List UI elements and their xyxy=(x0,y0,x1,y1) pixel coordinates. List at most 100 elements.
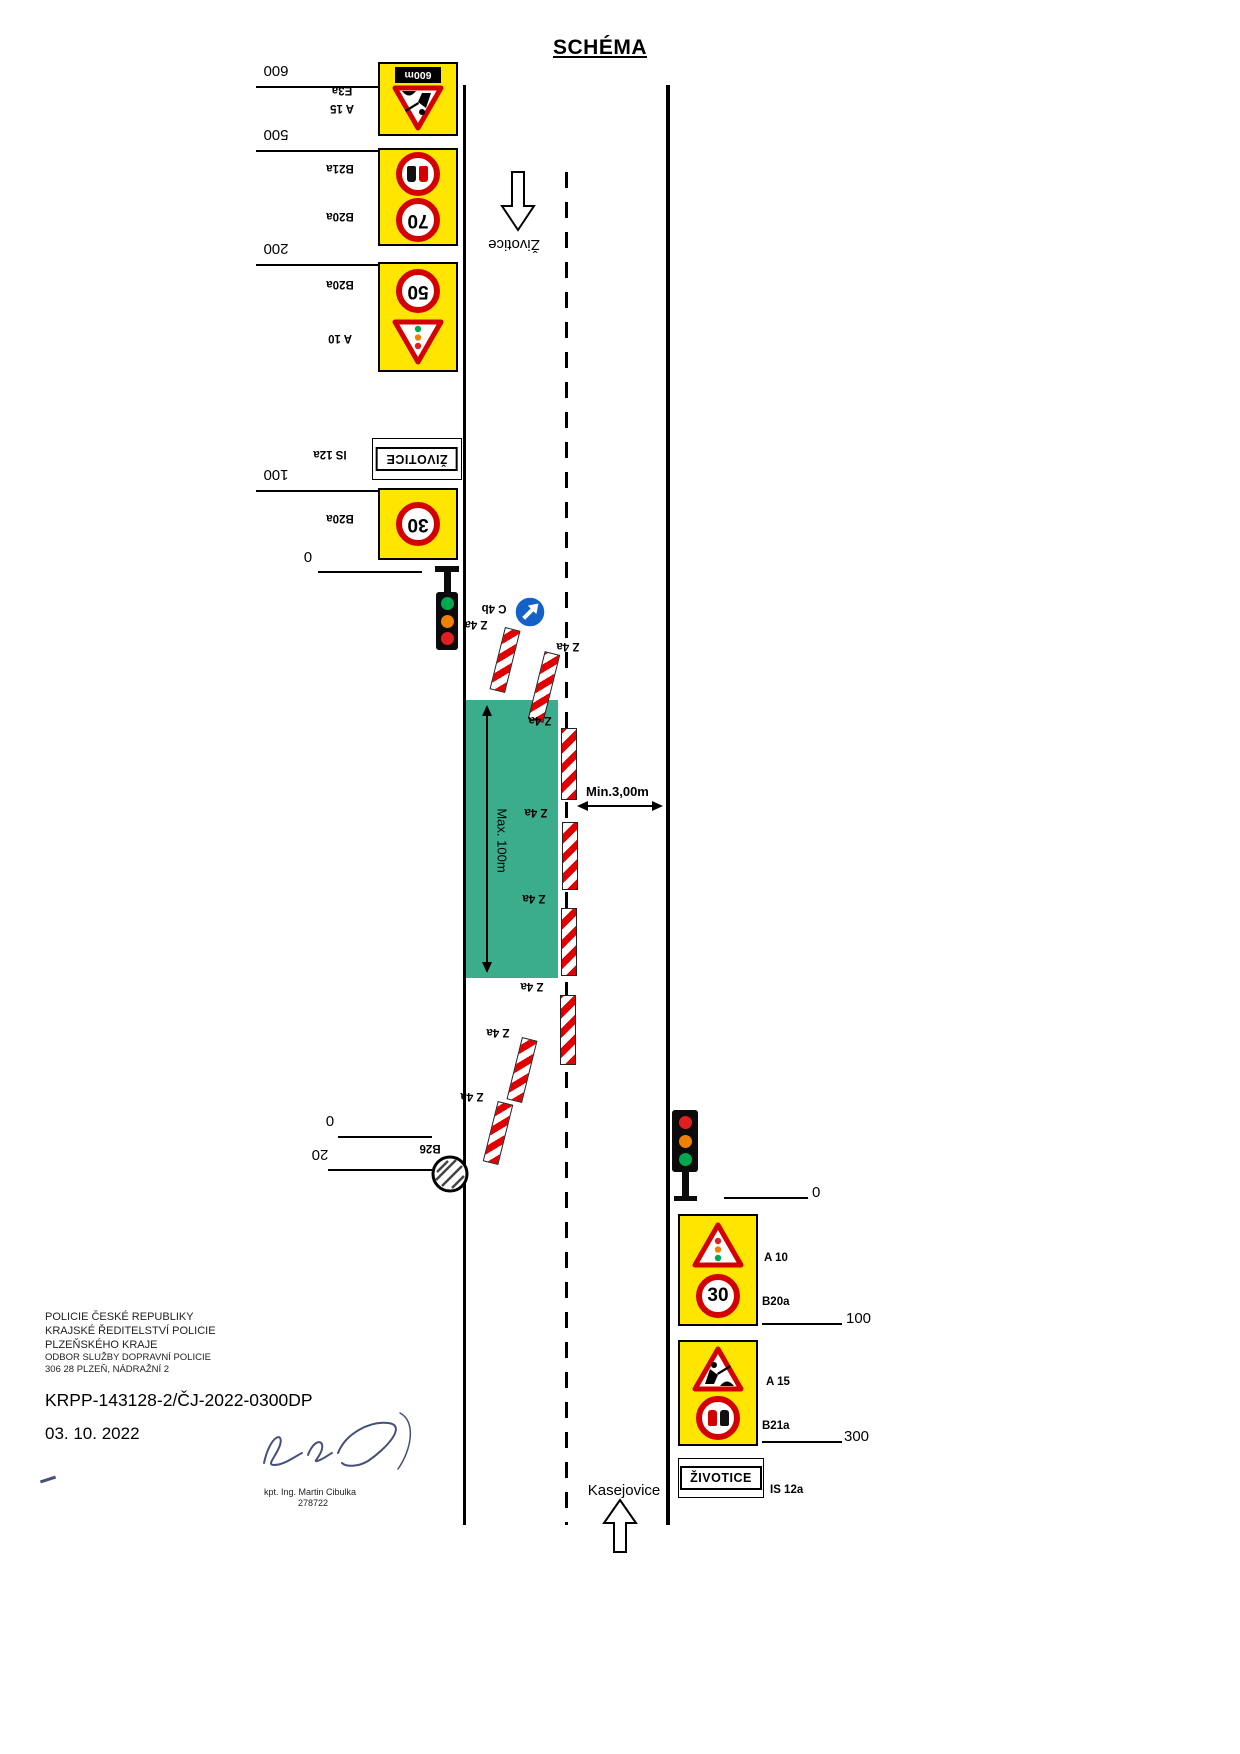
distance-marker-0-end: 0 xyxy=(325,1112,335,1129)
advance-sign-board-500: 70 xyxy=(378,148,458,246)
sign-code-z4a: Z 4a xyxy=(556,640,580,652)
distance-line-0-left xyxy=(318,571,422,573)
sign-code-a15: A 15 xyxy=(330,102,354,114)
traffic-light-left xyxy=(436,592,458,650)
green-lamp-icon xyxy=(678,1153,692,1167)
sign-code-z4a: Z 4a xyxy=(528,714,552,726)
direction-arrow-down-icon xyxy=(500,171,536,232)
speed-limit-30-sign: 30 xyxy=(396,502,440,546)
sign-code-z4a: Z 4a xyxy=(524,806,548,818)
speed-limit-30-sign: 30 xyxy=(696,1274,740,1318)
sign-code-a15: A 15 xyxy=(766,1376,790,1388)
destination-bottom-label: Kasejovice xyxy=(587,1482,661,1499)
distance-marker-600: 600 xyxy=(263,62,289,79)
town-sign-board-right: ŽIVOTICE xyxy=(678,1458,764,1498)
distance-plate-e3a: 600m xyxy=(395,66,441,83)
signer-id: 278722 xyxy=(298,1498,329,1508)
black-car-icon xyxy=(407,166,417,182)
distance-line-100 xyxy=(256,490,378,492)
ink-mark xyxy=(39,1475,57,1484)
distance-line-100-right xyxy=(762,1323,842,1325)
traffic-signals-warning-sign-a10-icon xyxy=(692,1222,744,1268)
sign-code-z4a: Z 4a xyxy=(486,1026,510,1038)
org-line: ODBOR SLUŽBY DOPRAVNÍ POLICIE xyxy=(45,1352,211,1363)
advance-sign-board-200: 50 xyxy=(378,262,458,372)
sign-code-z4a: Z 4a xyxy=(520,980,544,992)
traffic-light-pole xyxy=(444,572,451,592)
advance-sign-board-600: 600m xyxy=(378,62,458,136)
traffic-light-pole xyxy=(682,1172,689,1198)
red-car-icon xyxy=(707,1410,717,1426)
org-line: PLZEŇSKÉHO KRAJE xyxy=(45,1339,158,1351)
advance-sign-board-right-100: 30 xyxy=(678,1214,758,1326)
no-overtaking-sign xyxy=(696,1396,740,1440)
sign-code-z4a: Z 4a xyxy=(460,1090,484,1102)
work-zone xyxy=(466,700,558,978)
sign-code-b20a: B20a xyxy=(762,1296,790,1308)
sign-code-a10: A 10 xyxy=(764,1252,788,1264)
distance-line-500 xyxy=(256,150,378,152)
z4a-barrier-board xyxy=(561,728,577,800)
distance-marker-200: 200 xyxy=(263,240,289,257)
distance-marker-500: 500 xyxy=(263,126,289,143)
green-lamp-icon xyxy=(440,596,454,610)
signer-name: kpt. Ing. Martin Cibulka xyxy=(264,1487,357,1497)
distance-marker-20: 20 xyxy=(311,1146,329,1163)
roadworks-warning-sign-a15-icon xyxy=(692,1346,744,1392)
z4a-barrier-board xyxy=(561,908,577,976)
sign-code-b21a: B21a xyxy=(326,162,354,174)
town-sign-board-left: ŽIVOTICE xyxy=(372,438,462,480)
traffic-light-right xyxy=(672,1110,698,1172)
distance-line-20 xyxy=(328,1169,432,1171)
distance-marker-300-right: 300 xyxy=(844,1428,870,1445)
pass-this-side-sign-c4b-icon xyxy=(514,596,546,628)
min-width-label: Min.3,00m xyxy=(586,784,649,799)
min-width-arrow-icon xyxy=(577,801,663,811)
speed-limit-50-sign: 50 xyxy=(396,269,440,314)
page-title: SCHÉMA xyxy=(552,36,647,59)
traffic-light-base xyxy=(674,1196,697,1201)
sign-code-is12a: IS 12a xyxy=(770,1484,804,1496)
roadworks-warning-sign-a15-icon xyxy=(392,85,444,131)
amber-lamp-icon xyxy=(440,614,454,628)
destination-top-label: Životice xyxy=(488,236,540,253)
distance-marker-0-right: 0 xyxy=(812,1184,821,1201)
no-overtaking-sign xyxy=(396,152,440,196)
advance-sign-board-100: 30 xyxy=(378,488,458,560)
sign-code-b21a: B21a xyxy=(762,1420,790,1432)
distance-marker-0-left: 0 xyxy=(303,548,313,565)
distance-marker-100: 100 xyxy=(263,466,289,483)
road-edge-right xyxy=(666,85,670,1525)
amber-lamp-icon xyxy=(678,1134,692,1148)
sign-code-b20a: B20a xyxy=(326,278,354,290)
org-block: POLICIE ČESKÉ REPUBLIKY KRAJSKÉ ŘEDITELS… xyxy=(45,1310,216,1375)
distance-line-0-right xyxy=(724,1197,808,1199)
sign-code-b20a: B20a xyxy=(326,512,354,524)
red-lamp-icon xyxy=(678,1115,692,1129)
document-date: 03. 10. 2022 xyxy=(45,1424,140,1443)
sign-code-z4a: Z 4a xyxy=(464,618,488,630)
sign-code-a10: A 10 xyxy=(328,332,352,344)
max-length-arrow-icon xyxy=(482,705,492,973)
org-line: 306 28 PLZEŇ, NÁDRAŽNÍ 2 xyxy=(45,1363,170,1375)
red-lamp-icon xyxy=(440,632,454,646)
max-length-label: Max. 100m xyxy=(494,808,510,873)
town-sign-zivotice: ŽIVOTICE xyxy=(376,447,458,471)
black-car-icon xyxy=(719,1410,729,1426)
town-sign-zivotice: ŽIVOTICE xyxy=(680,1466,762,1490)
distance-line-600 xyxy=(256,86,378,88)
distance-line-200 xyxy=(256,264,378,266)
road-edge-left xyxy=(463,85,466,1525)
distance-marker-100-right: 100 xyxy=(846,1310,872,1327)
distance-line-0-end xyxy=(338,1136,432,1138)
reference-number: KRPP-143128-2/ČJ-2022-0300DP xyxy=(45,1390,313,1410)
sign-code-is12a: IS 12a xyxy=(313,448,347,460)
z4a-barrier-board xyxy=(506,1037,538,1103)
z4a-barrier-board xyxy=(560,995,576,1065)
direction-arrow-up-icon xyxy=(602,1498,638,1553)
speed-limit-70-sign: 70 xyxy=(396,198,440,242)
sign-code-b26: B26 xyxy=(419,1142,441,1154)
sign-code-z4a: Z 4a xyxy=(522,892,546,904)
traffic-light-mount-bar xyxy=(435,566,459,572)
